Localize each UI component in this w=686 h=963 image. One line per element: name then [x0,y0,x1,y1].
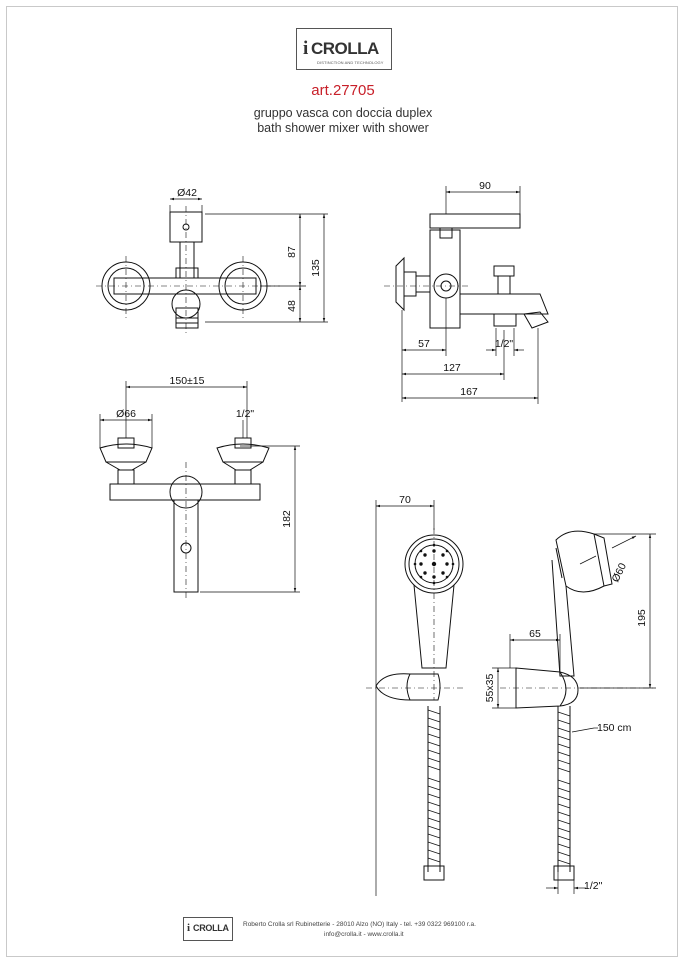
footer-website[interactable]: www.crolla.it [367,931,404,938]
dim-side-thread: 1/2" [495,338,514,350]
hose-side-pattern [557,711,571,865]
dim-top-rosette: Ø66 [116,408,136,420]
article-number: art.27705 [311,82,375,99]
logo-word: CROLLA [311,39,379,58]
dim-shower-width: 70 [399,494,411,506]
dim-side-167: 167 [460,386,478,398]
dim-shower-bracket: 55x35 [484,674,496,703]
dim-shower-holder: 65 [529,628,541,640]
description-english: bath shower mixer with shower [257,121,429,135]
footer-company-line: Roberto Crolla srl Rubinetterie - 28010 … [243,921,476,928]
footer-logo: i CROLLA [183,917,233,941]
dim-front-upper: 87 [286,246,298,258]
page-border [6,6,678,957]
footer-logo-word: CROLLA [193,923,229,933]
dim-side-127: 127 [443,362,461,374]
footer-contact-line: info@crolla.it - www.crolla.it [324,931,404,938]
footer-address: 28010 Alzo (NO) Italy [336,921,399,928]
footer-phone: tel. +39 0322 969100 r.a. [403,921,476,928]
footer-sep: - [363,931,368,938]
logo-mark: i [303,38,309,59]
dim-top-spacing: 150±15 [170,375,205,387]
dim-top-thread: 1/2" [236,408,255,420]
brand-logo: i CROLLA DISTINCTION AND TECHNOLOGY [296,28,392,70]
dim-front-diameter: Ø42 [177,187,197,199]
logo-tagline: DISTINCTION AND TECHNOLOGY [317,60,384,65]
hand-shower-front [375,534,464,881]
dim-hose-length: 150 cm [597,722,632,734]
footer-email[interactable]: info@crolla.it [324,931,362,938]
description-italian: gruppo vasca con doccia duplex [253,106,433,120]
footer-company: Roberto Crolla srl Rubinetterie [243,921,331,928]
hand-shower-side [515,530,613,881]
dim-front-total: 135 [310,259,322,277]
dim-shower-head: Ø60 [610,561,630,584]
dim-shower-height: 195 [636,609,648,627]
top-view [99,437,270,593]
front-view [101,211,268,329]
side-view [395,213,549,329]
footer-sep: - [332,921,337,928]
dim-side-57: 57 [418,338,430,350]
footer-sep: - [399,921,404,928]
hose-front-pattern [427,709,441,863]
dim-front-lower: 48 [286,300,298,312]
footer-logo-mark: i [187,922,191,934]
dim-top-height: 182 [281,510,293,528]
dim-hose-thread: 1/2" [584,880,603,892]
dim-side-lever: 90 [479,180,491,192]
